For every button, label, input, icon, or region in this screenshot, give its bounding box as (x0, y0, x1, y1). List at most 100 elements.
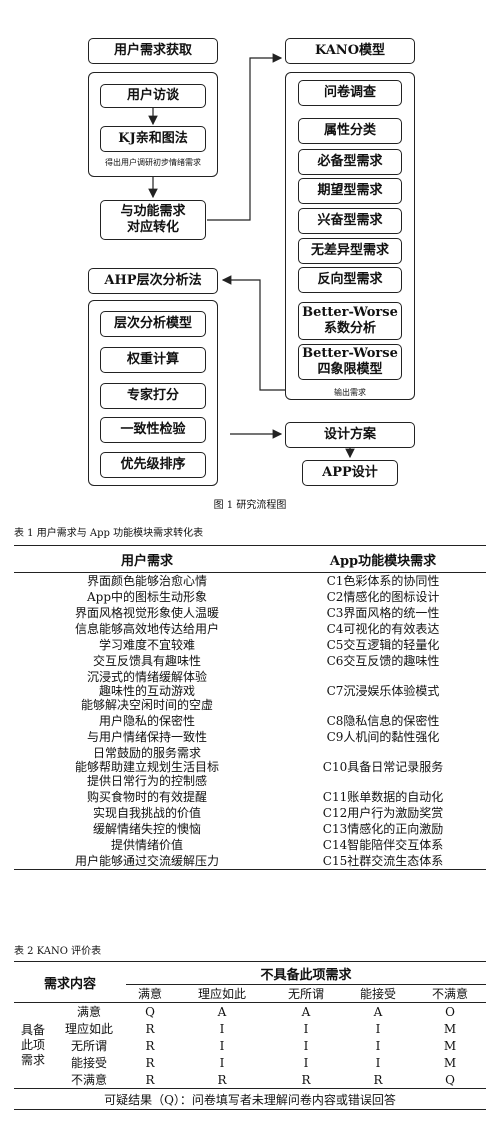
t1-module-cell: C11账单数据的自动化 (322, 790, 444, 804)
kj-note: 得出用户调研初步情绪需求 (105, 158, 201, 167)
t2-cell: I (375, 1038, 381, 1053)
t2-cell: I (219, 1038, 225, 1053)
t2-cell: I (375, 1021, 381, 1036)
t1-module-cell: C2情感化的图标设计 (326, 590, 440, 604)
kano-box: KANO模型 (285, 38, 415, 64)
t1-module-cell: C15社群交流生态体系 (322, 854, 444, 868)
t1-module-cell: C8隐私信息的保密性 (326, 714, 440, 728)
t2-cell: R (373, 1072, 383, 1087)
kano-item-2: 属性分类 (298, 118, 402, 144)
t1-need-cell: 交互反馈具有趣味性 (92, 654, 201, 668)
t1-module-cell: C1色彩体系的协同性 (326, 574, 440, 588)
ahp-box: AHP层次分析法 (88, 268, 218, 294)
t2-cell: I (303, 1055, 309, 1070)
t1-module-cell: C13情感化的正向激励 (322, 822, 444, 836)
t2-cell: M (443, 1021, 457, 1036)
t2-cell: A (373, 1004, 383, 1019)
t2-cell: I (219, 1021, 225, 1036)
table-row: 用户隐私的保密性 C8隐私信息的保密性 (14, 713, 486, 729)
t2-footnote: 可疑结果（Q）：问卷填写者未理解问卷内容或错误回答 (14, 1088, 486, 1110)
kano-item-3: 必备型需求 (298, 149, 402, 175)
t1-header-needs: 用户需求 (14, 545, 280, 573)
t2-cell: A (301, 1004, 311, 1019)
t2-cell: I (303, 1021, 309, 1036)
table-row: 界面颜色能够治愈心情 C1色彩体系的协同性 (14, 573, 486, 590)
t1-need-cell: 与用户情绪保持一致性 (86, 730, 207, 744)
t1-module-cell: C6交互反馈的趣味性 (326, 654, 440, 668)
t2-row-label: 无所谓 (70, 1039, 107, 1053)
t1-module-cell: C7沉浸娱乐体验模式 (326, 684, 440, 698)
t2-cell: I (375, 1055, 381, 1070)
design-box: 设计方案 (285, 422, 415, 448)
t2-col-header: 能接受 (341, 984, 414, 1003)
flow-arrows (148, 53, 355, 459)
ahp-item-4: 一致性检验 (100, 417, 206, 443)
user-needs-frame (88, 72, 218, 177)
t2-col-header: 满意 (126, 984, 174, 1003)
ahp-item-5: 优先级排序 (100, 452, 206, 478)
t2-cell: I (303, 1038, 309, 1053)
t2-cell: A (217, 1004, 227, 1019)
t1-need-cell: 界面风格视觉形象使人温暖 (74, 606, 219, 620)
table1-caption: 表 1 用户需求与 App 功能模块需求转化表 (14, 528, 204, 539)
t1-need-cell: App中的图标生动形象 (86, 590, 208, 604)
t1-need-cell: 提供情绪价值 (110, 838, 183, 852)
ahp-item-1: 层次分析模型 (100, 311, 206, 337)
kano-note: 输出需求 (334, 388, 366, 397)
t2-row-label: 满意 (76, 1005, 101, 1019)
ahp-frame (88, 300, 218, 486)
t1-need-cell: 实现自我挑战的价值 (92, 806, 201, 820)
t2-col-header: 不满意 (413, 984, 486, 1003)
table-row: App中的图标生动形象 C2情感化的图标设计 (14, 589, 486, 605)
t2-cell: O (445, 1004, 455, 1019)
kano-item-1: 问卷调查 (298, 80, 402, 106)
kano-item-5: 兴奋型需求 (298, 208, 402, 234)
kj-box: KJ亲和图法 (100, 126, 206, 152)
t1-need-cell: 日常鼓励的服务需求 能够帮助建立规划生活目标 提供日常行为的控制感 (74, 746, 219, 788)
table-row: 理应如此 R I I I M (14, 1020, 486, 1037)
arrow-convert-kano (207, 53, 283, 221)
t1-module-cell: C9人机间的黏性强化 (326, 730, 440, 744)
interview-box: 用户访谈 (100, 84, 206, 108)
kano-item-6: 无差异型需求 (298, 238, 402, 264)
t1-module-cell: C3界面风格的统一性 (326, 606, 440, 620)
t1-module-cell: C4可视化的有效表达 (326, 622, 440, 636)
table1-body: 界面颜色能够治愈心情 C1色彩体系的协同性 App中的图标生动形象 C2情感化的图标设… (14, 573, 486, 870)
t1-need-cell: 用户隐私的保密性 (98, 714, 195, 728)
t2-col-header: 理应如此 (174, 984, 270, 1003)
arrow-kano-ahp (221, 275, 285, 391)
table-row: 界面风格视觉形象使人温暖 C3界面风格的统一性 (14, 605, 486, 621)
t1-need-cell: 学习难度不宜较难 (98, 638, 195, 652)
t2-top-header: 不具备此项需求 (126, 961, 486, 985)
table-row: 用户能够通过交流缓解压力 C15社群交流生态体系 (14, 853, 486, 870)
t2-cell: R (145, 1021, 155, 1036)
t2-col-headers: 满意理应如此无所谓能接受不满意 (14, 984, 486, 1003)
table-row: 与用户情绪保持一致性 C9人机间的黏性强化 (14, 729, 486, 745)
t2-cell: R (145, 1055, 155, 1070)
table-row: 信息能够高效地传达给用户 C4可视化的有效表达 (14, 621, 486, 637)
t1-need-cell: 用户能够通过交流缓解压力 (74, 854, 219, 868)
kano-item-7: 反向型需求 (298, 267, 402, 293)
figure-caption: 图 1 研究流程图 (213, 500, 287, 511)
t1-module-cell: C14智能陪伴交互体系 (322, 838, 444, 852)
t2-row-group: 具备 此项 需求 (20, 1023, 45, 1067)
t2-cell: R (145, 1038, 155, 1053)
t1-header-module: App功能模块需求 (280, 545, 486, 573)
t1-need-cell: 信息能够高效地传达给用户 (74, 622, 219, 636)
t2-cell: R (145, 1072, 155, 1087)
kano-item-9: Better-Worse 四象限模型 (298, 344, 402, 380)
app-box: APP设计 (302, 460, 398, 486)
t1-need-cell: 界面颜色能够治愈心情 (86, 574, 207, 588)
t2-row-label: 理应如此 (64, 1022, 113, 1036)
ahp-item-2: 权重计算 (100, 347, 206, 373)
